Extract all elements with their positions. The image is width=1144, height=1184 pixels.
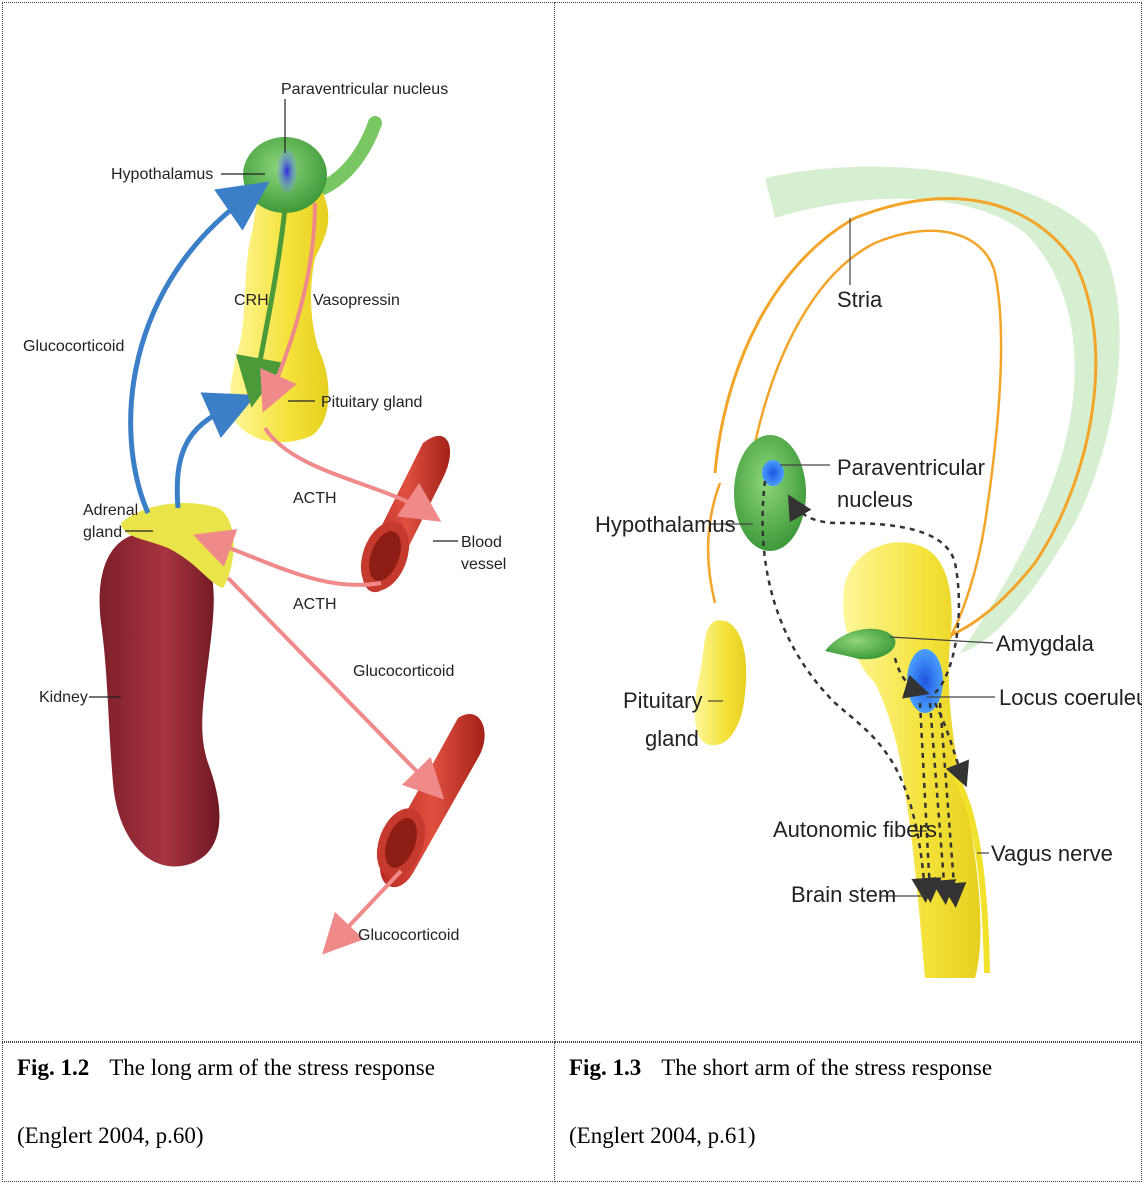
label-adrenal-line2: gland bbox=[83, 524, 122, 541]
label-blood-vessel-line2: vessel bbox=[461, 556, 506, 573]
label-glucocorticoid-feedback: Glucocorticoid bbox=[23, 338, 124, 355]
label-brain-stem: Brain stem bbox=[791, 882, 896, 907]
caption-figure-number: Fig. 1.2 bbox=[17, 1055, 89, 1080]
label-blood-vessel-line1: Blood bbox=[461, 534, 502, 551]
hypothalamus-shape-right bbox=[734, 435, 806, 551]
caption-title: The short arm of the stress response bbox=[661, 1055, 992, 1080]
caption-figure-number: Fig. 1.3 bbox=[569, 1055, 641, 1080]
label-pituitary-line2: gland bbox=[645, 726, 699, 751]
label-acth-upper: ACTH bbox=[293, 490, 337, 507]
caption-title: The long arm of the stress response bbox=[109, 1055, 435, 1080]
label-vasopressin: Vasopressin bbox=[313, 292, 400, 309]
caption-source: (Englert 2004, p.61) bbox=[569, 1123, 756, 1149]
label-kidney: Kidney bbox=[39, 689, 88, 706]
label-paraventricular-line2: nucleus bbox=[837, 487, 913, 512]
label-glucocorticoid-bottom: Glucocorticoid bbox=[358, 927, 459, 944]
caption-short-arm: Fig. 1.3 The short arm of the stress resp… bbox=[569, 1055, 992, 1081]
amygdala-shape bbox=[825, 629, 895, 659]
label-pituitary-line1: Pituitary bbox=[623, 688, 702, 713]
figure-short-arm-cell: Stria Paraventricular nucleus Hypothalam… bbox=[555, 2, 1142, 1042]
figure-long-arm-diagram: Paraventricular nucleus Hypothalamus CRH… bbox=[3, 3, 556, 1041]
hypothalamus-stalk bbox=[323, 123, 375, 188]
label-hypothalamus-right: Hypothalamus bbox=[595, 512, 736, 537]
label-paraventricular-nucleus: Paraventricular nucleus bbox=[281, 81, 448, 98]
glucocorticoid-feedback-arrow bbox=[131, 193, 253, 513]
label-paraventricular-line1: Paraventricular bbox=[837, 455, 985, 480]
label-acth-lower: ACTH bbox=[293, 596, 337, 613]
label-autonomic-fibers: Autonomic fibers bbox=[773, 817, 937, 842]
label-vagus-nerve: Vagus nerve bbox=[991, 841, 1113, 866]
label-hypothalamus: Hypothalamus bbox=[111, 166, 213, 183]
paraventricular-nucleus-shape bbox=[277, 149, 297, 193]
pituitary-gland-shape-right bbox=[695, 620, 747, 745]
label-pituitary-gland: Pituitary gland bbox=[321, 394, 422, 411]
label-locus-coeruleus: Locus coeruleus bbox=[999, 685, 1142, 710]
caption-short-arm-cell: Fig. 1.3 The short arm of the stress resp… bbox=[555, 1042, 1142, 1182]
caption-long-arm: Fig. 1.2 The long arm of the stress respo… bbox=[17, 1055, 435, 1081]
label-glucocorticoid-middle: Glucocorticoid bbox=[353, 663, 454, 680]
figure-long-arm-cell: Paraventricular nucleus Hypothalamus CRH… bbox=[2, 2, 555, 1042]
figure-short-arm-diagram: Stria Paraventricular nucleus Hypothalam… bbox=[555, 3, 1142, 1041]
label-amygdala: Amygdala bbox=[996, 631, 1095, 656]
label-stria: Stria bbox=[837, 287, 883, 312]
glucocorticoid-to-pituitary-arrow bbox=[177, 403, 238, 508]
locus-coeruleus-shape bbox=[907, 649, 943, 713]
kidney-shape bbox=[100, 532, 220, 866]
label-crh: CRH bbox=[234, 292, 269, 309]
caption-long-arm-cell: Fig. 1.2 The long arm of the stress respo… bbox=[2, 1042, 555, 1182]
label-adrenal-line1: Adrenal bbox=[83, 502, 138, 519]
acth-to-adrenal-arrow bbox=[208, 540, 381, 585]
caption-source: (Englert 2004, p.60) bbox=[17, 1123, 204, 1149]
